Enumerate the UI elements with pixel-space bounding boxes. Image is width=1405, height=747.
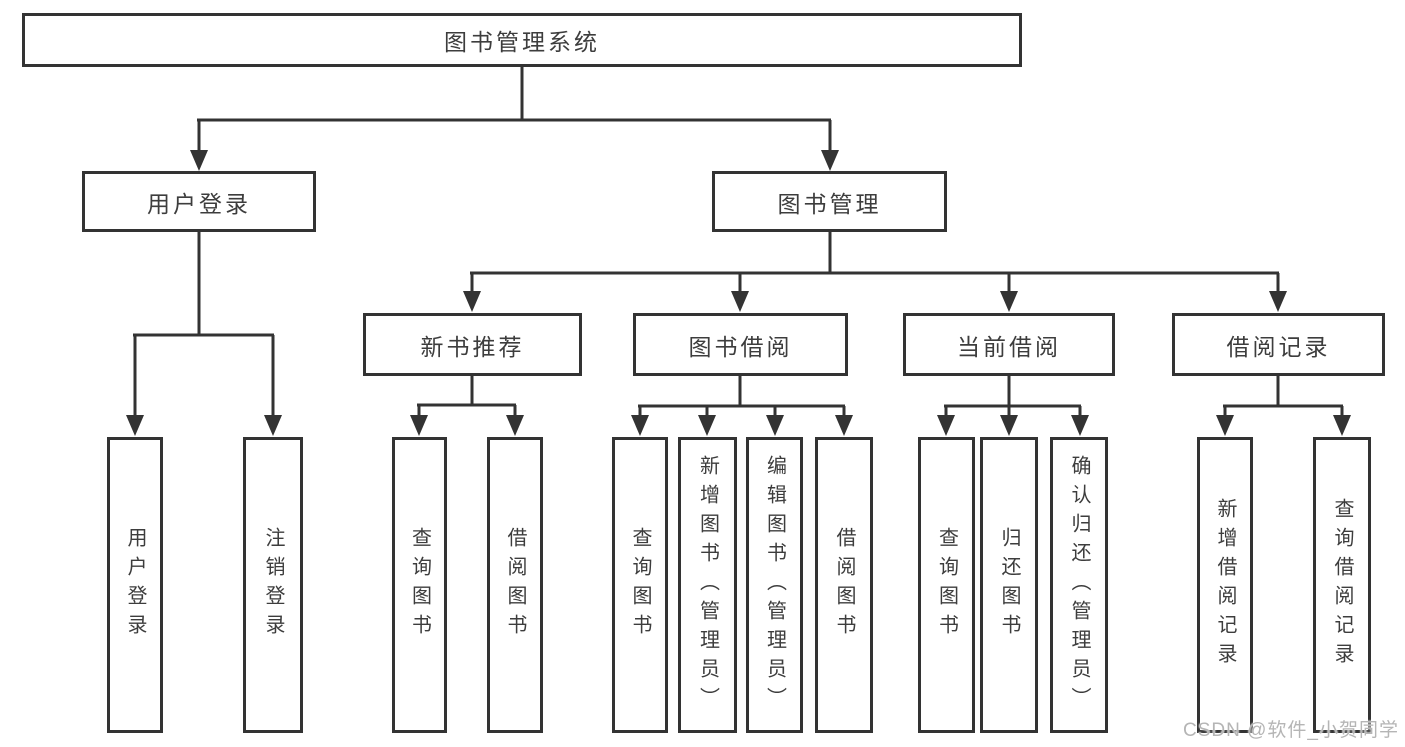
leaf-borrow-books-borrow: 借阅图书 (815, 437, 873, 733)
leaf-query-borrow-record: 查询借阅记录 (1313, 437, 1371, 733)
node-current-borrow: 当前借阅 (903, 313, 1115, 376)
leaf-query-books-borrow: 查询图书 (612, 437, 668, 733)
node-root: 图书管理系统 (22, 13, 1022, 67)
node-user-login: 用户登录 (82, 171, 316, 232)
node-borrow-records: 借阅记录 (1172, 313, 1385, 376)
leaf-borrow-books-recommend: 借阅图书 (487, 437, 543, 733)
node-book-borrow: 图书借阅 (633, 313, 848, 376)
leaf-edit-book-admin: 编辑图书（管理员） (746, 437, 803, 733)
leaf-confirm-return-admin: 确认归还（管理员） (1050, 437, 1108, 733)
leaf-query-books-recommend: 查询图书 (392, 437, 447, 733)
arrowheads (126, 150, 1351, 436)
connector-segments (133, 67, 1344, 420)
leaf-add-book-admin: 新增图书（管理员） (678, 437, 737, 733)
node-book-management: 图书管理 (712, 171, 947, 232)
node-new-book-recommend: 新书推荐 (363, 313, 582, 376)
leaf-query-books-current: 查询图书 (918, 437, 975, 733)
leaf-return-books: 归还图书 (980, 437, 1038, 733)
leaf-logout: 注销登录 (243, 437, 303, 733)
leaf-add-borrow-record: 新增借阅记录 (1197, 437, 1253, 733)
leaf-user-login: 用户登录 (107, 437, 163, 733)
csdn-watermark: CSDN @软件_小贺同学 (1183, 720, 1399, 741)
